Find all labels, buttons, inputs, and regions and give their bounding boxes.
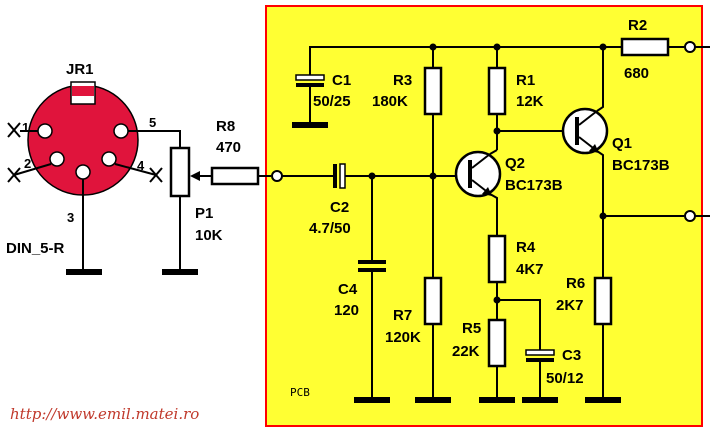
r6-value: 2K7 <box>556 297 584 314</box>
r2-value: 680 <box>624 65 649 82</box>
r4-value: 4K7 <box>516 261 544 278</box>
input-terminal <box>271 170 283 182</box>
ground-r5 <box>479 397 515 403</box>
p1-value: 10K <box>195 227 223 244</box>
r6-name: R6 <box>566 275 585 292</box>
r1-name: R1 <box>516 72 535 89</box>
resistor-r4 <box>487 234 507 284</box>
pin-label-5: 5 <box>149 115 156 130</box>
ground-pot <box>162 269 198 275</box>
r7-name: R7 <box>393 307 412 324</box>
nc-marks <box>7 122 163 183</box>
c2-name: C2 <box>330 199 349 216</box>
resistor-r3 <box>423 66 443 116</box>
capacitor-c1 <box>295 74 325 81</box>
resistor-r2 <box>620 37 670 57</box>
r3-name: R3 <box>393 72 412 89</box>
capacitor-c4 <box>358 260 386 264</box>
r2-name: R2 <box>628 17 647 34</box>
c1-name: C1 <box>332 72 351 89</box>
potentiometer-p1 <box>169 146 191 198</box>
r5-name: R5 <box>462 320 481 337</box>
connector-type: DIN_5-R <box>6 240 65 257</box>
pin-label-1: 1 <box>22 120 29 135</box>
ground-din <box>66 269 102 275</box>
capacitor-c2 <box>333 164 337 188</box>
r8-value: 470 <box>216 139 241 156</box>
c3-value: 50/12 <box>546 370 584 387</box>
c3-name: C3 <box>562 347 581 364</box>
din-pin-5-hole <box>113 123 129 139</box>
website-url: http://www.emil.matei.ro <box>10 405 199 423</box>
din-pin-3-hole <box>75 164 91 180</box>
capacitor-c3 <box>525 349 555 356</box>
r7-value: 120K <box>385 329 421 346</box>
transistor-q2 <box>454 150 502 198</box>
resistor-r7 <box>423 276 443 326</box>
pcb-label: PCB <box>290 386 310 399</box>
q1-name: Q1 <box>612 135 632 152</box>
resistor-r1 <box>487 66 507 116</box>
p1-name: P1 <box>195 205 213 222</box>
q2-model: BC173B <box>505 177 563 194</box>
c2-value: 4.7/50 <box>309 220 351 237</box>
c1-value: 50/25 <box>313 93 351 110</box>
r3-value: 180K <box>372 93 408 110</box>
resistor-r8 <box>210 166 260 186</box>
din-connector <box>27 81 139 196</box>
r1-value: 12K <box>516 93 544 110</box>
pin-label-4: 4 <box>137 158 145 173</box>
r5-value: 22K <box>452 343 480 360</box>
ground-c1 <box>292 122 328 128</box>
pin-label-3: 3 <box>67 210 74 225</box>
ground-r7 <box>415 397 451 403</box>
output-terminal <box>684 210 696 222</box>
connector-name: JR1 <box>66 61 94 78</box>
resistor-r5 <box>487 318 507 368</box>
c4-value: 120 <box>334 302 359 319</box>
ground-c3 <box>522 397 558 403</box>
q1-model: BC173B <box>612 157 670 174</box>
pin-label-2: 2 <box>24 156 31 171</box>
ground-r6 <box>585 397 621 403</box>
din-pin-4-hole <box>101 151 117 167</box>
din-pin-1-hole <box>37 123 53 139</box>
resistor-r6 <box>593 276 613 326</box>
din-pin-2-hole <box>49 151 65 167</box>
r8-name: R8 <box>216 118 235 135</box>
q2-name: Q2 <box>505 155 525 172</box>
supply-terminal <box>684 41 696 53</box>
r4-name: R4 <box>516 239 536 256</box>
c4-name: C4 <box>338 281 358 298</box>
ground-c4 <box>354 397 390 403</box>
transistor-q1 <box>561 107 609 155</box>
